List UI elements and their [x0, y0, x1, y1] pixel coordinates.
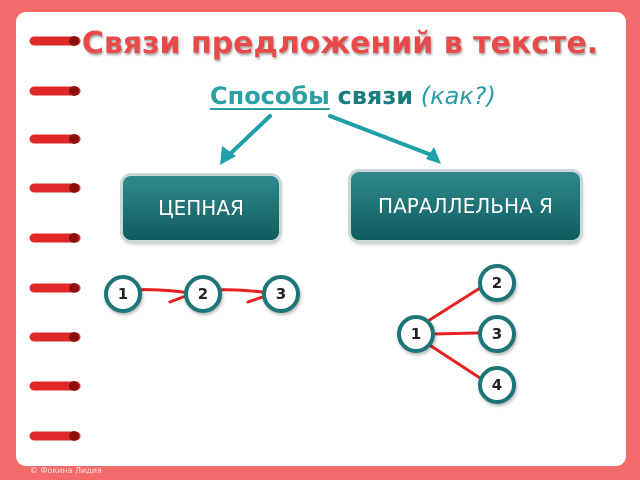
slide-title: Связи предложений в тексте.	[81, 26, 599, 61]
parallel-node-1: 1	[397, 315, 435, 353]
copyright-footer: © Фокина Лидия	[30, 466, 102, 475]
parallel-link-1-3	[430, 331, 480, 336]
chain-type-box: ЦЕПНАЯ	[123, 176, 279, 240]
parallel-node-4: 4	[478, 366, 516, 404]
chain-node-3: 3	[262, 275, 300, 313]
parallel-node-3: 3	[478, 315, 516, 353]
notebook-rings	[29, 36, 81, 441]
chain-node-1: 1	[104, 275, 142, 313]
arrow-head-chain	[220, 146, 236, 165]
parallel-link-1-2	[426, 286, 482, 323]
subtitle-word-ways: Способы	[210, 82, 330, 110]
parallel-node-2: 2	[478, 264, 516, 302]
branch-arrows	[226, 114, 436, 158]
arrow-to-chain	[226, 114, 272, 158]
chain-node-2: 2	[184, 275, 222, 313]
subtitle-word-links: связи	[337, 82, 414, 110]
subtitle-question: (как?)	[420, 82, 496, 110]
parallel-type-box: ПАРАЛЛЕЛЬНА Я	[351, 172, 580, 240]
subtitle: Способы связи (как?)	[210, 82, 496, 110]
arrow-to-parallel	[328, 114, 436, 158]
parallel-link-1-4	[426, 342, 482, 380]
arrow-head-parallel	[426, 147, 441, 164]
